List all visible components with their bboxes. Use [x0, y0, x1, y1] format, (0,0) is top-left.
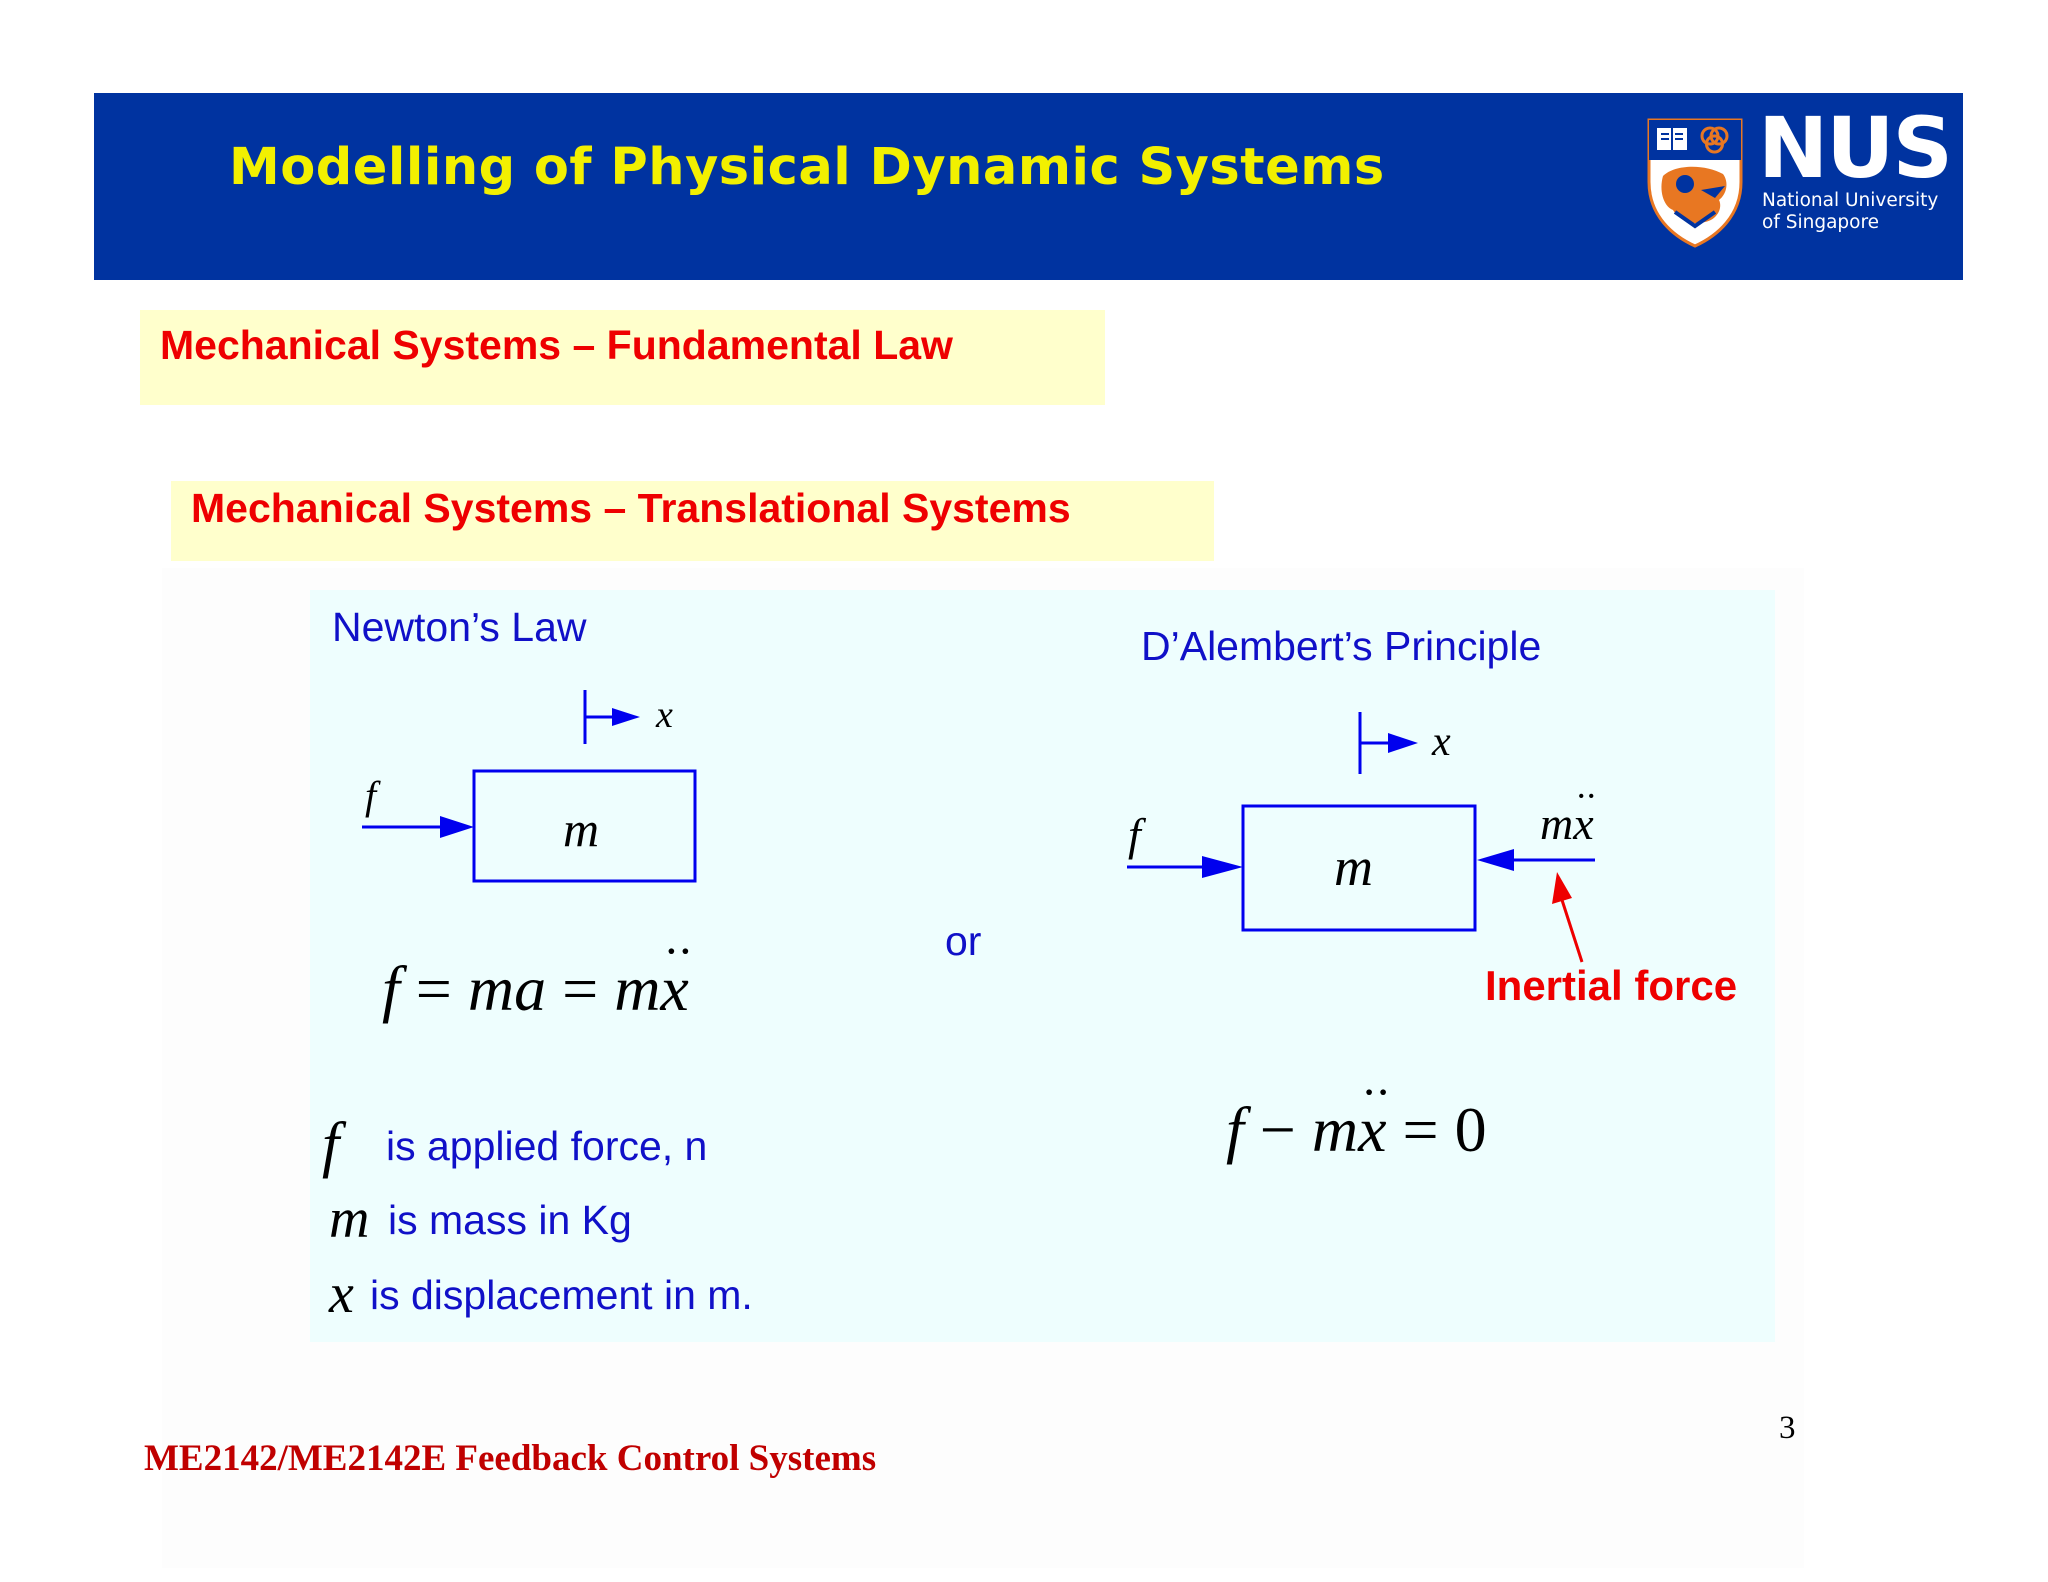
inertial-force-pointer — [1552, 872, 1584, 963]
newton-eq-m: m — [614, 953, 661, 1024]
dalembert-label-mxddot: mx·· — [1540, 776, 1597, 850]
inertial-force-arrow — [1477, 849, 1595, 871]
dalembert-mass-block — [1241, 804, 1477, 932]
footer-course-title: ME2142/ME2142E Feedback Control Systems — [144, 1438, 877, 1479]
newton-label-m: m — [563, 801, 600, 857]
newton-eq-ma: ma — [467, 953, 547, 1024]
newton-displacement-arrow — [583, 690, 640, 744]
newton-mass-block — [472, 769, 697, 883]
dalembert-force-arrow — [1127, 856, 1243, 878]
or-connector: or — [945, 918, 982, 964]
dalembert-eq-ddot: ·· — [1361, 1066, 1391, 1119]
newton-eq-xddot: x — [660, 953, 689, 1024]
logo-subtitle-line2: of Singapore — [1762, 212, 1880, 233]
logo-wordmark: NUS — [1758, 99, 1953, 197]
newton-force-arrow — [362, 816, 474, 838]
dalembert-heading: D’Alembert’s Principle — [1141, 623, 1542, 669]
dalembert-equation: f − mx·· = 0 — [1226, 1066, 1487, 1167]
nus-crest-icon — [1647, 118, 1743, 248]
dalembert-eq-xddot: x — [1358, 1094, 1387, 1165]
definition-mass-symbol: m — [329, 1188, 370, 1250]
definition-mass-text: is mass in Kg — [388, 1197, 632, 1243]
dalembert-label-m: m — [1334, 837, 1373, 897]
newton-eq-equals-2: = — [546, 953, 615, 1024]
content-panel — [310, 590, 1775, 1342]
newton-heading: Newton’s Law — [332, 604, 587, 650]
dalembert-eq-m: m — [1311, 1094, 1359, 1165]
dalembert-label-x: x — [1432, 719, 1451, 765]
dalembert-eq-minus: − — [1243, 1094, 1312, 1165]
logo-subtitle-line1: National University — [1762, 190, 1939, 211]
section-translational-systems: Mechanical Systems – Translational Syste… — [171, 481, 1214, 561]
dalembert-displacement-arrow — [1358, 712, 1418, 774]
definition-force-symbol: f — [322, 1111, 340, 1179]
slide-title: Modelling of Physical Dynamic Systems — [229, 138, 1385, 197]
inertial-force-label: Inertial force — [1485, 962, 1738, 1009]
newton-label-f: f — [365, 773, 377, 818]
section-translational-heading: Mechanical Systems – Translational Syste… — [191, 485, 1071, 531]
newton-label-x: x — [656, 694, 673, 736]
dalembert-label-ddot: ·· — [1575, 776, 1597, 816]
dalembert-label-f: f — [1128, 809, 1141, 860]
dalembert-label-mxddot-m: m — [1540, 798, 1574, 849]
definition-force-text: is applied force, n — [386, 1123, 708, 1169]
section-fundamental-heading: Mechanical Systems – Fundamental Law — [160, 322, 953, 368]
page-number: 3 — [1779, 1410, 1796, 1446]
dalembert-eq-equals: = — [1386, 1094, 1455, 1165]
newton-eq-equals-1: = — [399, 953, 468, 1024]
newton-equation: f = ma = mx·· — [382, 925, 693, 1026]
nus-logo: NUS National University of Singapore — [1645, 106, 1953, 252]
newton-eq-ddot: ·· — [663, 925, 693, 978]
dalembert-label-mxddot-x: x — [1573, 798, 1594, 849]
dalembert-eq-zero: 0 — [1454, 1094, 1487, 1165]
section-fundamental-law: Mechanical Systems – Fundamental Law — [140, 310, 1105, 405]
newton-eq-f: f — [382, 953, 400, 1024]
dalembert-eq-f: f — [1226, 1094, 1244, 1165]
definition-displacement-symbol: x — [329, 1263, 354, 1325]
definition-displacement-text: is displacement in m. — [370, 1272, 753, 1318]
